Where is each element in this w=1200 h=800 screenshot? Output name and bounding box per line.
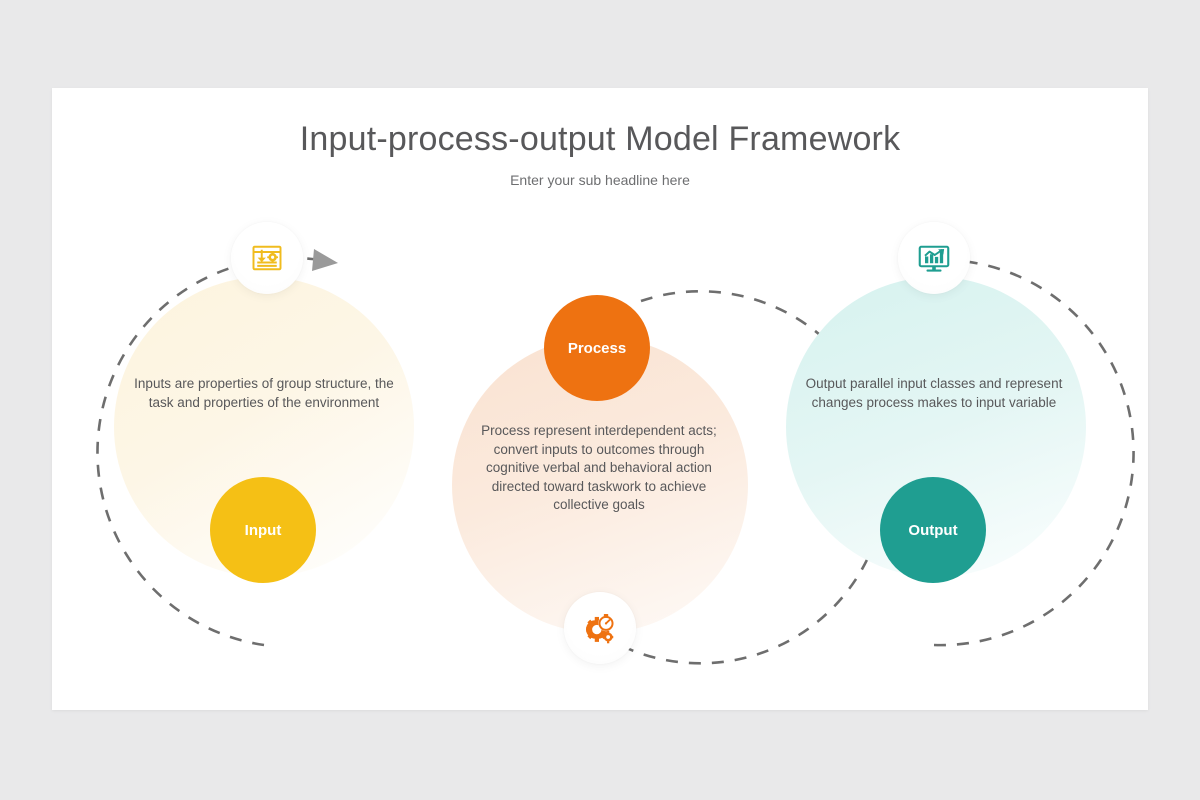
input-download-window-icon bbox=[252, 245, 282, 271]
page-subtitle: Enter your sub headline here bbox=[510, 172, 690, 188]
process-body-text: Process represent interdependent acts; c… bbox=[481, 423, 717, 512]
output-body-text: Output parallel input classes and repres… bbox=[805, 376, 1063, 410]
input-node-circle[interactable]: Input bbox=[210, 477, 316, 583]
process-node-label: Process bbox=[567, 339, 627, 357]
process-node-circle[interactable]: Process bbox=[544, 295, 650, 401]
output-icon-bubble[interactable] bbox=[898, 222, 970, 294]
process-icon-bubble[interactable] bbox=[564, 592, 636, 664]
gear-stopwatch-icon bbox=[585, 613, 614, 644]
input-icon-bubble[interactable] bbox=[231, 222, 303, 294]
output-node-label: Output bbox=[908, 521, 958, 539]
input-body-text: Inputs are properties of group structure… bbox=[134, 376, 394, 410]
monitor-bar-chart-growth-icon bbox=[918, 245, 950, 272]
output-node-circle[interactable]: Output bbox=[880, 477, 986, 583]
page-title: Input-process-output Model Framework bbox=[299, 120, 901, 158]
input-node-label: Input bbox=[244, 521, 282, 539]
